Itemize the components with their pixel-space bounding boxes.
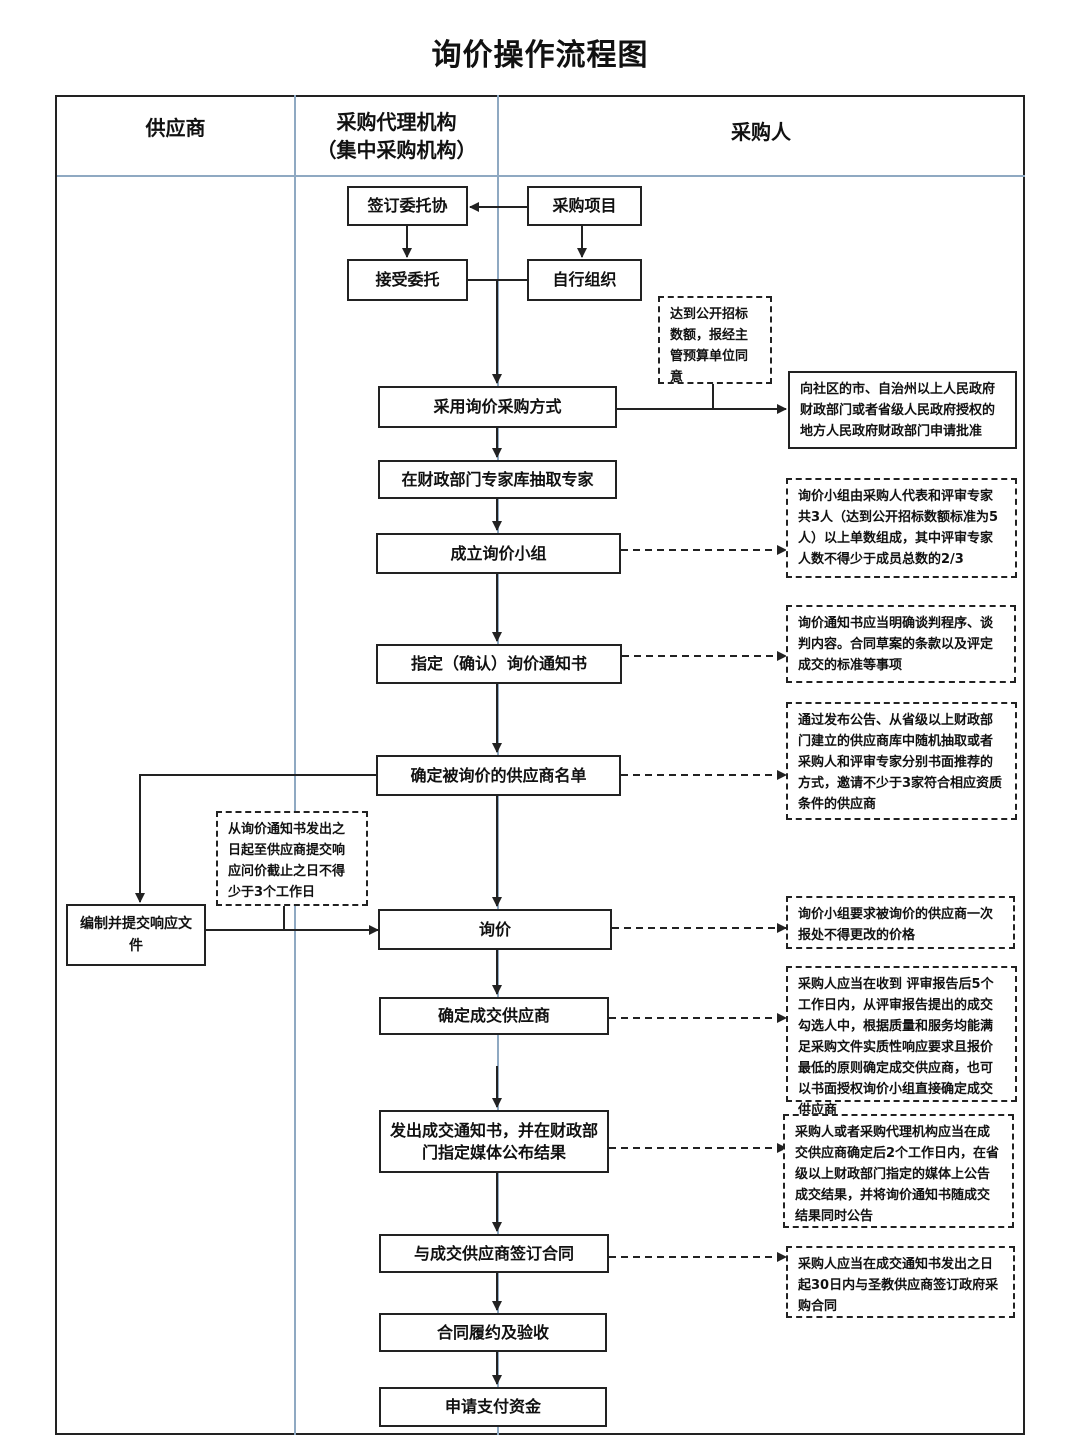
note-group-composition: 询价小组由采购人代表和评审专家共3人（达到公开招标数额标准为5人）以上单数组成，… (786, 478, 1017, 578)
step-draw-experts: 在财政部门专家库抽取专家 (378, 460, 617, 499)
step-issue-notice-line1: 发出成交通知书，并在财政部 (389, 1120, 598, 1140)
note-one-quote: 询价小组要求被询价的供应商一次报处不得更改的价格 (786, 896, 1015, 949)
lane-header-agency: 采购代理机构 （集中采购机构） (296, 108, 497, 164)
step-confirm-suppliers: 确定被询价的供应商名单 (376, 755, 621, 796)
step-perform-accept: 合同履约及验收 (379, 1313, 607, 1352)
step-issue-notice: 发出成交通知书，并在财政部 门指定媒体公布结果 (379, 1110, 609, 1173)
lane-header-divider (57, 175, 1025, 177)
note-notice-content: 询价通知书应当明确谈判程序、谈判内容。合同草案的条款以及评定成交的标准等事项 (786, 605, 1016, 683)
connector-suppliers-to-response (135, 774, 376, 903)
step-form-group: 成立询价小组 (376, 533, 621, 574)
step-specify-notice: 指定（确认）询价通知书 (376, 644, 622, 684)
step-sign-entrust: 签订委托协 (347, 186, 468, 226)
step-accept-entrust: 接受委托 (347, 259, 468, 301)
diagram-title: 询价操作流程图 (431, 38, 649, 73)
lane-divider-1 (294, 95, 296, 1435)
note-supplier-selection: 通过发布公告、从省级以上财政部门建立的供应商库中随机抽取或者采购人和评审专家分别… (786, 702, 1017, 820)
lane-header-supplier: 供应商 (145, 116, 206, 140)
note-threshold: 达到公开招标数额，报经主管预算单位同意 (658, 296, 772, 385)
lane-header-agency-line1: 采购代理机构 (336, 110, 457, 134)
note-approval: 向社区的市、自治州以上人民政府财政部门或者省级人民政府授权的地方人民政府财政部门… (788, 371, 1017, 449)
step-adopt-inquiry: 采用询价采购方式 (378, 386, 617, 428)
note-winner-rule: 采购人应当在收到 评审报告后5个工作日内，从评审报告提出的成交勾选人中，根据质量… (786, 966, 1017, 1118)
step-apply-payment: 申请支付资金 (379, 1387, 607, 1427)
step-determine-winner: 确定成交供应商 (379, 997, 609, 1035)
step-self-organize: 自行组织 (527, 259, 642, 301)
lane-header-purchaser: 采购人 (731, 120, 791, 144)
note-response-period: 从询价通知书发出之日起至供应商提交响应问价截止之日不得少于3个工作日 (216, 811, 368, 906)
step-purchase-project: 采购项目 (527, 186, 642, 226)
step-inquiry: 询价 (378, 909, 612, 950)
step-prepare-response: 编制并提交响应文件 (66, 904, 206, 966)
swimlane-frame (55, 95, 1025, 1435)
step-sign-contract: 与成交供应商签订合同 (379, 1234, 609, 1273)
note-publish-rule: 采购人或者采购代理机构应当在成交供应商确定后2个工作日内，在省级以上财政部门指定… (783, 1114, 1014, 1228)
note-contract-rule: 采购人应当在成交通知书发出之日起30日内与圣教供应商签订政府采购合同 (786, 1246, 1015, 1318)
step-issue-notice-line2: 门指定媒体公布结果 (421, 1142, 566, 1162)
lane-header-agency-line2: （集中采购机构） (316, 138, 477, 162)
